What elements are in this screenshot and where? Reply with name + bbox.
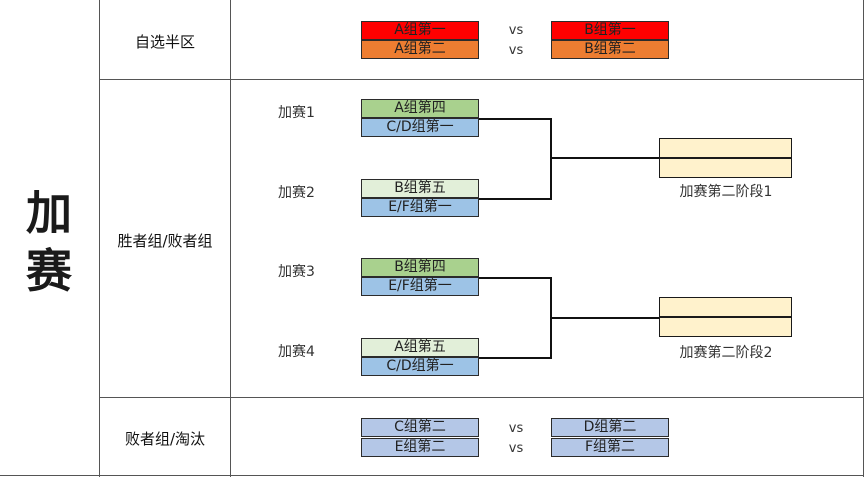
team-box: F组第二: [551, 438, 669, 457]
page-title-char-2: 赛: [26, 244, 72, 298]
team-box: C/D组第一: [361, 118, 479, 137]
team-box: C组第二: [361, 418, 479, 437]
section-label-self-select: 自选半区: [134, 33, 195, 51]
row-separator-1: [99, 79, 864, 80]
vs-label: vs: [508, 23, 524, 38]
team-box: A组第五: [361, 338, 479, 357]
bracket-line: [479, 198, 551, 200]
vs-label: vs: [508, 43, 524, 58]
match-label: 加赛4: [278, 344, 315, 360]
row-separator-2: [99, 397, 864, 398]
bracket-line: [551, 157, 660, 159]
team-box: A组第四: [361, 99, 479, 118]
vs-label: vs: [508, 441, 524, 456]
team-box: A组第一: [361, 21, 479, 40]
stage-box: [659, 138, 792, 158]
team-box: B组第二: [551, 40, 669, 59]
stage-box: [659, 317, 792, 337]
frame-bottom-line: [0, 475, 864, 476]
team-box: E/F组第一: [361, 198, 479, 217]
frame-divider-line: [230, 0, 231, 477]
stage-label: 加赛第二阶段1: [679, 184, 773, 200]
team-box: B组第五: [361, 179, 479, 198]
section-label-loser-elim: 败者组/淘汰: [124, 430, 206, 448]
stage-label: 加赛第二阶段2: [679, 345, 773, 361]
bracket-line: [479, 118, 551, 120]
bracket-line: [479, 277, 551, 279]
team-box: B组第一: [551, 21, 669, 40]
page-title-char-1: 加: [26, 186, 72, 240]
team-box: E组第二: [361, 438, 479, 457]
stage-box: [659, 158, 792, 178]
bracket-line: [479, 357, 551, 359]
team-box: A组第二: [361, 40, 479, 59]
bracket-line: [551, 317, 660, 319]
stage-box: [659, 297, 792, 317]
bracket-line: [550, 118, 552, 200]
team-box: D组第二: [551, 418, 669, 437]
frame-right-line: [863, 0, 864, 477]
vs-label: vs: [508, 421, 524, 436]
match-label: 加赛3: [278, 264, 315, 280]
section-label-winner-loser: 胜者组/败者组: [117, 232, 213, 250]
match-label: 加赛1: [278, 105, 315, 121]
team-box: C/D组第一: [361, 357, 479, 376]
team-box: E/F组第一: [361, 277, 479, 296]
team-box: B组第四: [361, 258, 479, 277]
match-label: 加赛2: [278, 185, 315, 201]
frame-left-line: [99, 0, 100, 477]
